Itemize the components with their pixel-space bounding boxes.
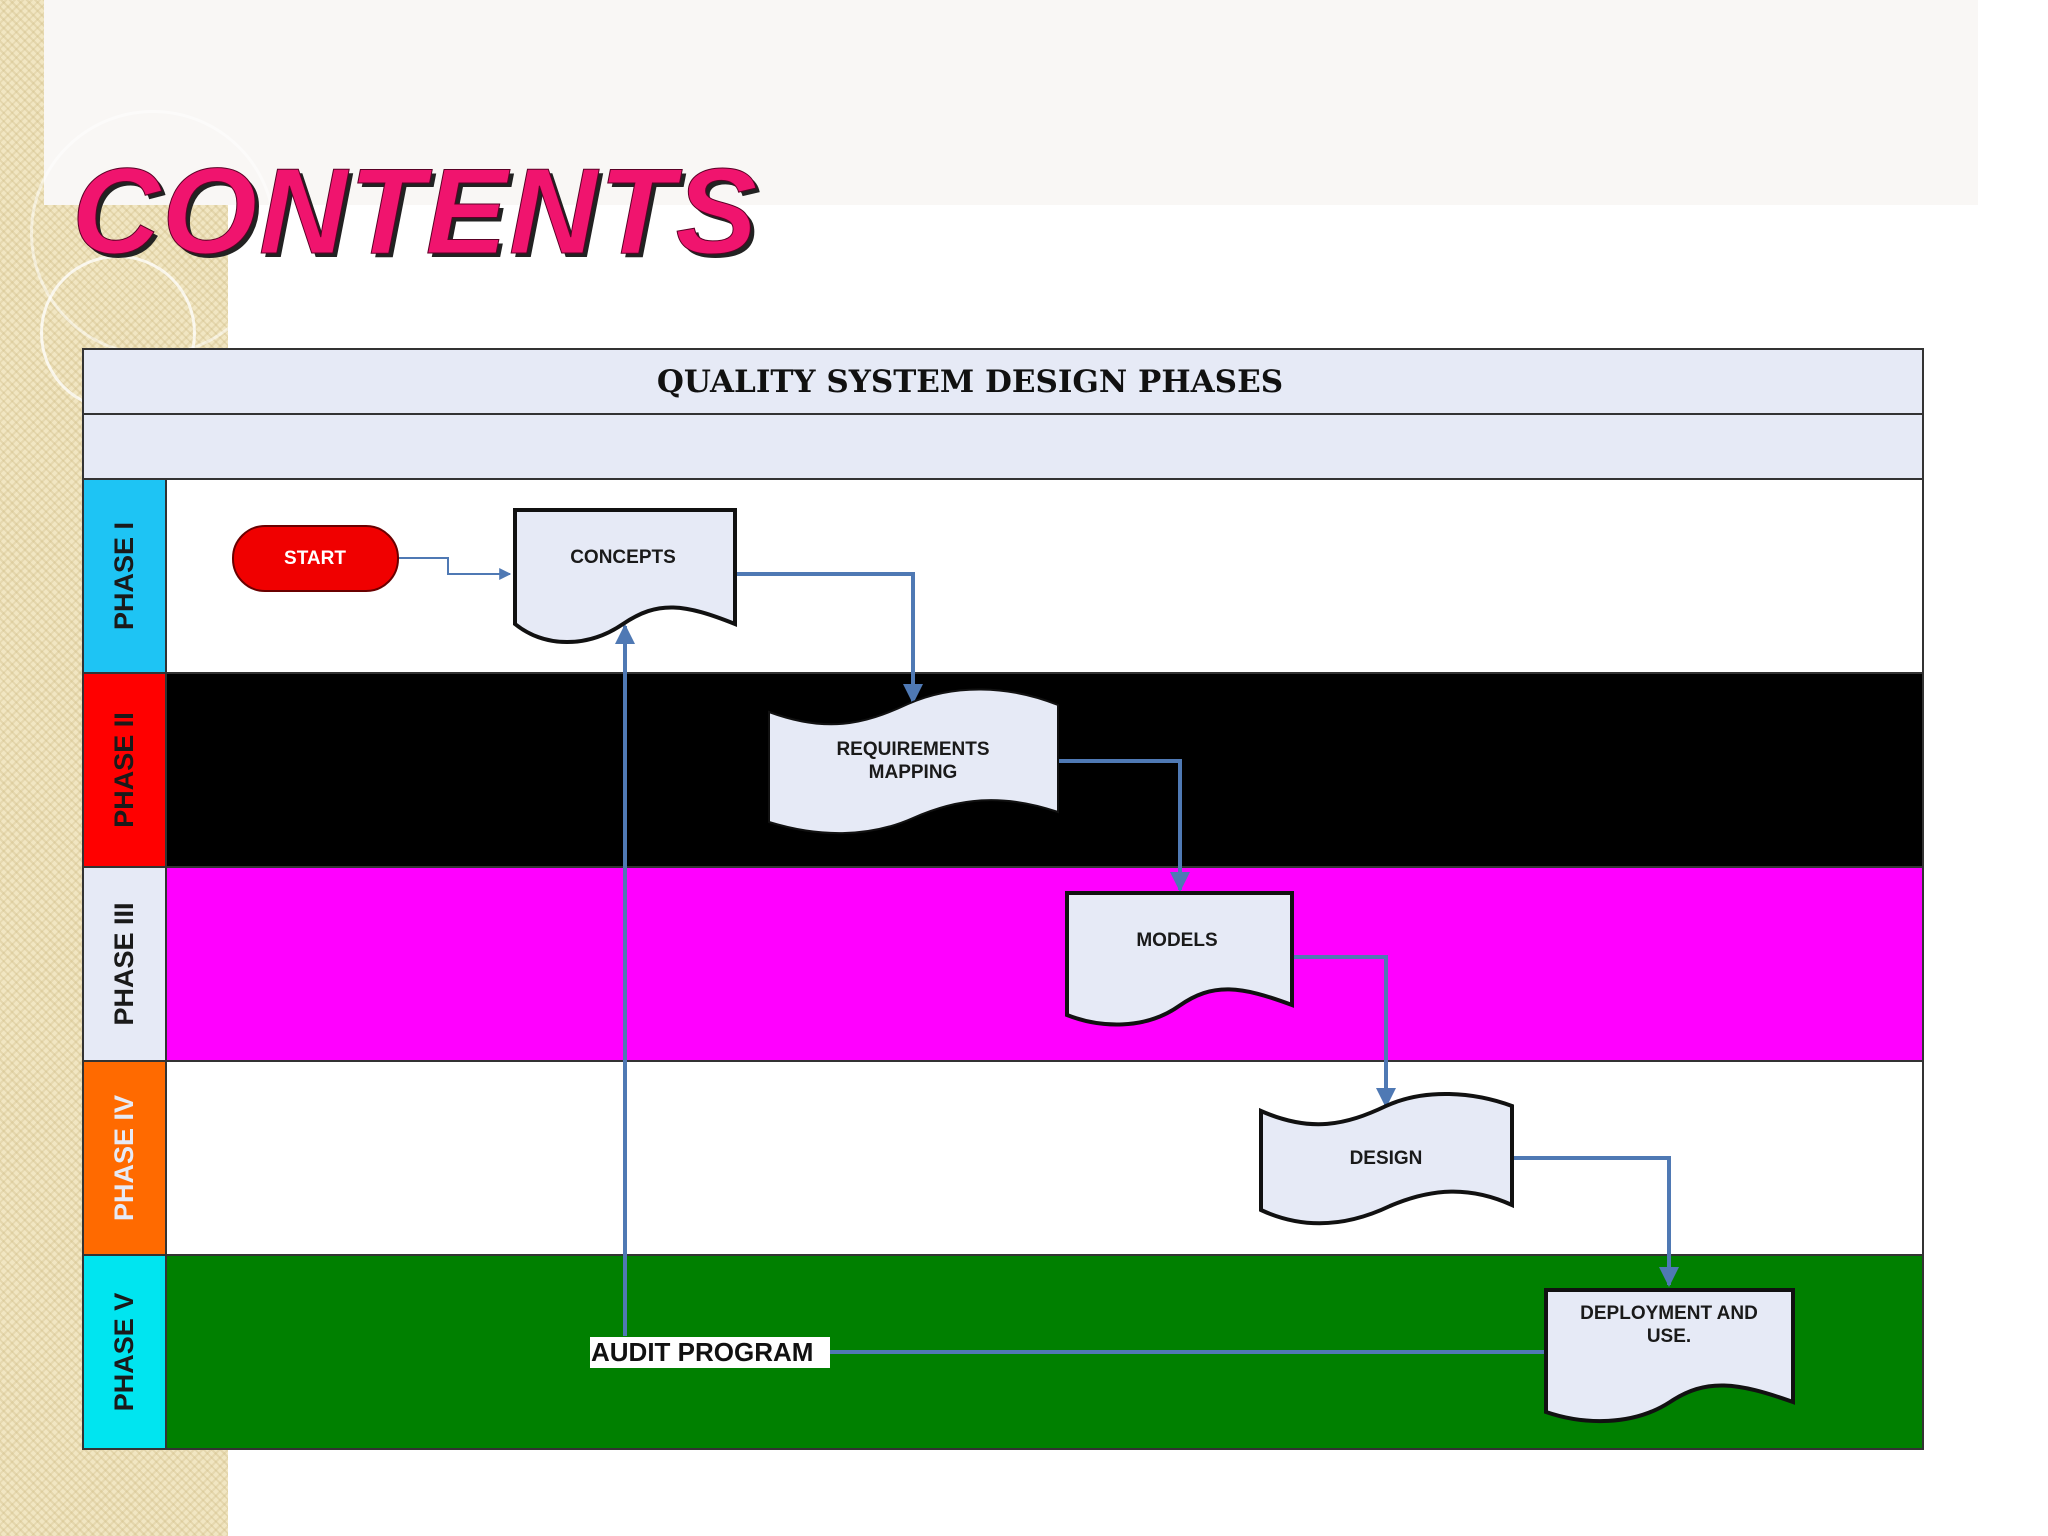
deployment-node: DEPLOYMENT AND USE. (1544, 1288, 1795, 1424)
design-node: DESIGN (1259, 1092, 1514, 1226)
audit-label: AUDIT PROGRAM (591, 1337, 813, 1367)
tape-shape (1259, 1092, 1514, 1226)
phase-header (82, 1060, 167, 1256)
document-shape (513, 508, 737, 644)
phase-label: PHASE III (109, 902, 139, 1025)
audit-label-box (590, 1337, 830, 1368)
connector-models-to-design (1292, 955, 1396, 1108)
requirements-label-line2: MAPPING (869, 762, 958, 783)
diagram-title: QUALITY SYSTEM DESIGN PHASES (657, 364, 1283, 400)
audit-program-node: AUDIT PROGRAM (590, 1337, 830, 1368)
concepts-label: CONCEPTS (570, 547, 676, 568)
slide-title: CONTENTS (72, 143, 759, 279)
phase-label: PHASE II (109, 712, 139, 828)
models-label: MODELS (1136, 930, 1217, 951)
start-label: START (284, 548, 346, 569)
models-node: MODELS (1065, 891, 1294, 1027)
phase-header (82, 672, 167, 868)
requirements-label-line1: REQUIREMENTS (836, 739, 989, 760)
connector-design-to-deployment (1512, 1156, 1679, 1287)
lane-background (165, 478, 1924, 674)
document-shape (1544, 1288, 1795, 1424)
connector-concepts-to-requirements (735, 572, 923, 704)
phase-header (82, 478, 167, 674)
phase-label: PHASE IV (109, 1095, 139, 1221)
start-shape (232, 525, 399, 592)
design-label: DESIGN (1350, 1148, 1423, 1169)
phase-label: PHASE I (109, 522, 139, 630)
connector-start-to-concepts (398, 557, 512, 580)
diagram-subheader-row (82, 413, 1924, 480)
requirements-mapping-node: REQUIREMENTS MAPPING (768, 688, 1059, 835)
swimlane-phase-1: PHASE I (82, 478, 1924, 674)
swimlane-phase-3: PHASE III (82, 866, 1924, 1062)
concepts-node: CONCEPTS (513, 508, 737, 644)
phase-header (82, 866, 167, 1062)
document-shape (1065, 891, 1294, 1027)
start-node: START (232, 525, 399, 592)
deployment-label-line1: DEPLOYMENT AND (1580, 1303, 1758, 1324)
diagram-title-row (82, 348, 1924, 415)
tape-shape (768, 688, 1059, 835)
phase-header (82, 1254, 167, 1450)
lane-background (165, 866, 1924, 1062)
phase-label: PHASE V (109, 1293, 139, 1412)
decorative-top-band (44, 0, 1978, 205)
connector-requirements-to-models (1058, 759, 1190, 892)
deployment-label-line2: USE. (1647, 1326, 1691, 1347)
